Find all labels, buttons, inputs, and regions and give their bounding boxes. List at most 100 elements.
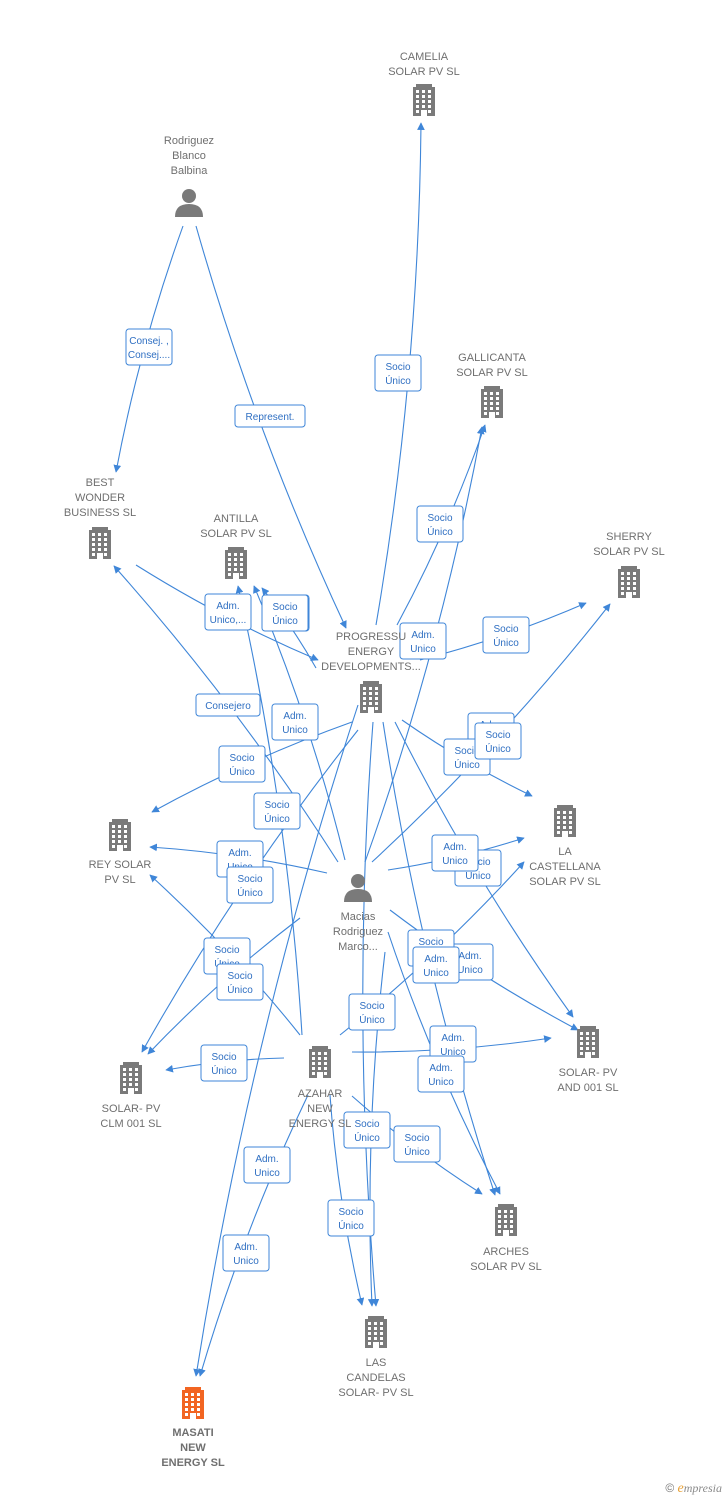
edge-label-text: Unico,... bbox=[210, 615, 247, 626]
edge-label-box bbox=[216, 963, 264, 1001]
edge-label-text: Socio bbox=[485, 730, 510, 741]
edge-label-box bbox=[195, 693, 261, 717]
building-icon bbox=[182, 1387, 204, 1419]
building-icon bbox=[360, 681, 382, 713]
edge-label[interactable]: Represent. bbox=[234, 404, 306, 428]
node-label: NEW bbox=[180, 1442, 206, 1454]
edge-label-text: Unico bbox=[440, 1047, 466, 1058]
edge-label-text: Represent. bbox=[246, 412, 295, 423]
edge-label-text: Unico bbox=[282, 725, 308, 736]
edge-label[interactable]: Adm.Unico bbox=[222, 1234, 270, 1272]
building-icon bbox=[309, 1046, 331, 1078]
building-icon bbox=[120, 1062, 142, 1094]
node-label: CANDELAS bbox=[346, 1372, 405, 1384]
edge-label[interactable]: Adm.Unico bbox=[429, 1025, 477, 1063]
edge-label-text: Socio bbox=[229, 753, 254, 764]
node-label: SOLAR PV SL bbox=[456, 367, 528, 379]
edge-label[interactable]: Adm.Unico bbox=[243, 1146, 291, 1184]
node-label: Balbina bbox=[171, 165, 209, 177]
edge-label[interactable]: Adm.Unico bbox=[431, 834, 479, 872]
node-label: PV SL bbox=[104, 874, 135, 886]
edge-label[interactable]: Adm.Unico,... bbox=[204, 593, 252, 631]
edge-label-text: Consejero bbox=[205, 701, 251, 712]
edge-label[interactable]: Adm.Unico bbox=[399, 622, 447, 660]
edge-label-text: Unico bbox=[233, 1256, 259, 1267]
edge-label[interactable]: Adm.Unico bbox=[271, 703, 319, 741]
edge-label-text: Único bbox=[227, 983, 253, 996]
edge-label[interactable]: Consej. ,Consej.... bbox=[125, 328, 173, 366]
node-label: ENERGY SL bbox=[289, 1118, 352, 1130]
edge-label-text: Consej.... bbox=[128, 350, 170, 361]
edge-label-text: Único bbox=[359, 1013, 385, 1026]
node-label: ARCHES bbox=[483, 1246, 529, 1258]
edge-label-text: Socio bbox=[227, 971, 252, 982]
node-macias[interactable]: MaciasRodriguezMarco... bbox=[333, 874, 383, 953]
edge-label-text: Socio bbox=[404, 1133, 429, 1144]
edges-layer bbox=[113, 122, 611, 1377]
node-rey[interactable]: REY SOLAR PV SL bbox=[89, 819, 152, 886]
node-progressu[interactable]: PROGRESSUENERGYDEVELOPMENTS... bbox=[321, 631, 421, 713]
node-label: CASTELLANA bbox=[529, 861, 601, 873]
edge-label[interactable]: Adm.Unico bbox=[412, 946, 460, 984]
edge-label[interactable]: Adm.Unico bbox=[417, 1055, 465, 1093]
edge-label-text: Socio bbox=[354, 1119, 379, 1130]
edge-label-text: Socio bbox=[427, 513, 452, 524]
relationship-edge bbox=[198, 1094, 309, 1377]
edge-label-box bbox=[204, 593, 252, 631]
edge-label-text: Socio bbox=[359, 1001, 384, 1012]
building-icon bbox=[577, 1026, 599, 1058]
brand-name: mpresia bbox=[683, 1481, 722, 1495]
node-label: PROGRESSU bbox=[336, 631, 406, 643]
edge-label-box bbox=[348, 993, 396, 1031]
edge-label-text: Adm. bbox=[443, 842, 466, 853]
building-icon bbox=[365, 1316, 387, 1348]
building-icon bbox=[618, 566, 640, 598]
node-label: AZAHAR bbox=[298, 1088, 343, 1100]
node-label: ANTILLA bbox=[214, 513, 259, 525]
edge-label-box bbox=[374, 354, 422, 392]
building-icon bbox=[109, 819, 131, 851]
empresia-brand[interactable]: © empresia bbox=[665, 1481, 722, 1497]
node-label: Marco... bbox=[338, 941, 378, 953]
edge-label-text: Único bbox=[272, 614, 298, 627]
building-icon bbox=[495, 1204, 517, 1236]
copyright-symbol: © bbox=[665, 1481, 675, 1495]
node-label: CAMELIA bbox=[400, 51, 449, 63]
edge-label-text: Adm. bbox=[429, 1063, 452, 1074]
edge-labels-layer: Consej. ,Consej....Represent.SocioÚnicoS… bbox=[125, 328, 530, 1272]
edge-label[interactable]: Consejero bbox=[195, 693, 261, 717]
node-label: SOLAR PV SL bbox=[529, 876, 601, 888]
node-label: AND 001 SL bbox=[557, 1082, 618, 1094]
node-label: SHERRY bbox=[606, 531, 652, 543]
edge-label-text: Socio bbox=[493, 624, 518, 635]
edge-label-box bbox=[343, 1111, 391, 1149]
node-label: REY SOLAR bbox=[89, 859, 152, 871]
